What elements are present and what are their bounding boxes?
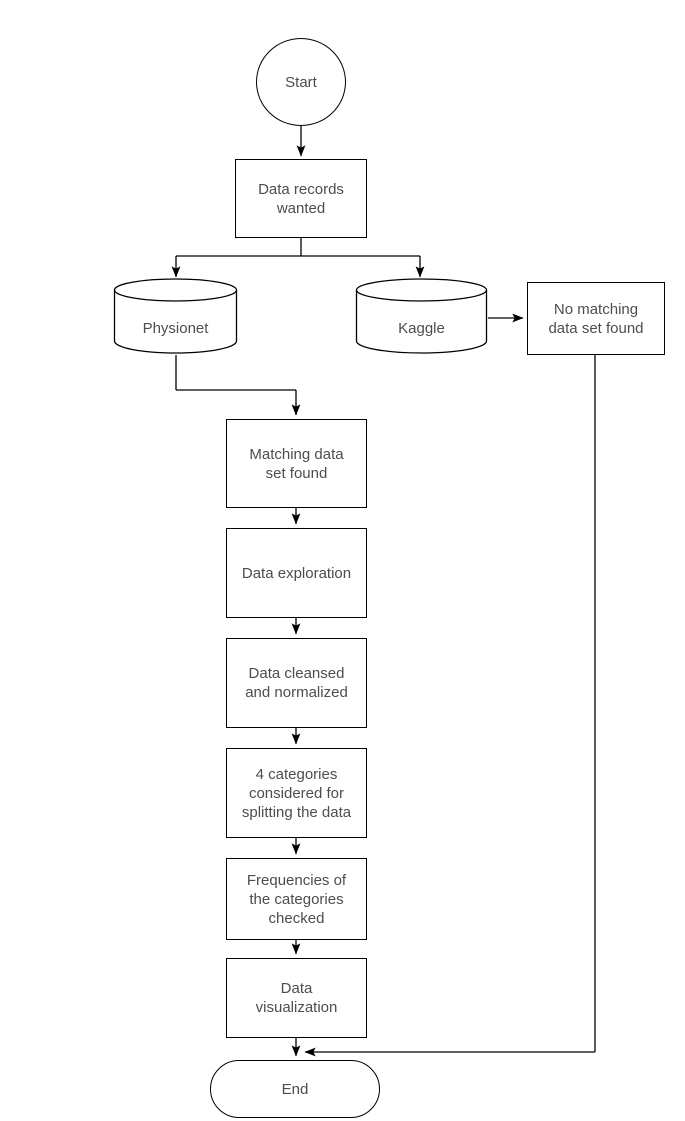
node-matching-data-set-found[interactable]: Matching data set found [226, 419, 367, 508]
node-end[interactable]: End [210, 1060, 380, 1118]
cylinder-shape [355, 278, 488, 354]
node-frequencies[interactable]: Frequencies of the categories checked [226, 858, 367, 940]
node-data-records-wanted[interactable]: Data records wanted [235, 159, 367, 238]
node-four-categories-label: 4 categories considered for splitting th… [241, 765, 352, 821]
node-data-visualization-label: Data visualization [255, 980, 338, 1016]
node-physionet-label: Physionet [142, 319, 209, 337]
node-data-records-wanted-label: Data records wanted [258, 180, 344, 217]
node-physionet[interactable]: Physionet [113, 278, 238, 356]
node-start[interactable]: Start [256, 38, 346, 126]
node-start-label: Start [285, 73, 317, 91]
node-four-categories[interactable]: 4 categories considered for splitting th… [226, 748, 367, 838]
node-end-label: End [281, 1080, 309, 1098]
node-kaggle[interactable]: Kaggle [355, 278, 488, 356]
node-no-matching-label: No matching data set found [548, 300, 644, 337]
node-kaggle-label: Kaggle [398, 319, 445, 337]
node-frequencies-label: Frequencies of the categories checked [246, 871, 347, 927]
node-data-exploration[interactable]: Data exploration [226, 528, 367, 618]
node-data-exploration-label: Data exploration [241, 564, 352, 582]
node-data-visualization[interactable]: Data visualization [226, 958, 367, 1038]
node-no-matching-data-set-found[interactable]: No matching data set found [527, 282, 665, 355]
cylinder-shape [113, 278, 238, 354]
node-data-cleansed-label: Data cleansed and normalized [245, 665, 348, 701]
node-matching-found-label: Matching data set found [249, 445, 344, 482]
node-data-cleansed-and-normalized[interactable]: Data cleansed and normalized [226, 638, 367, 728]
